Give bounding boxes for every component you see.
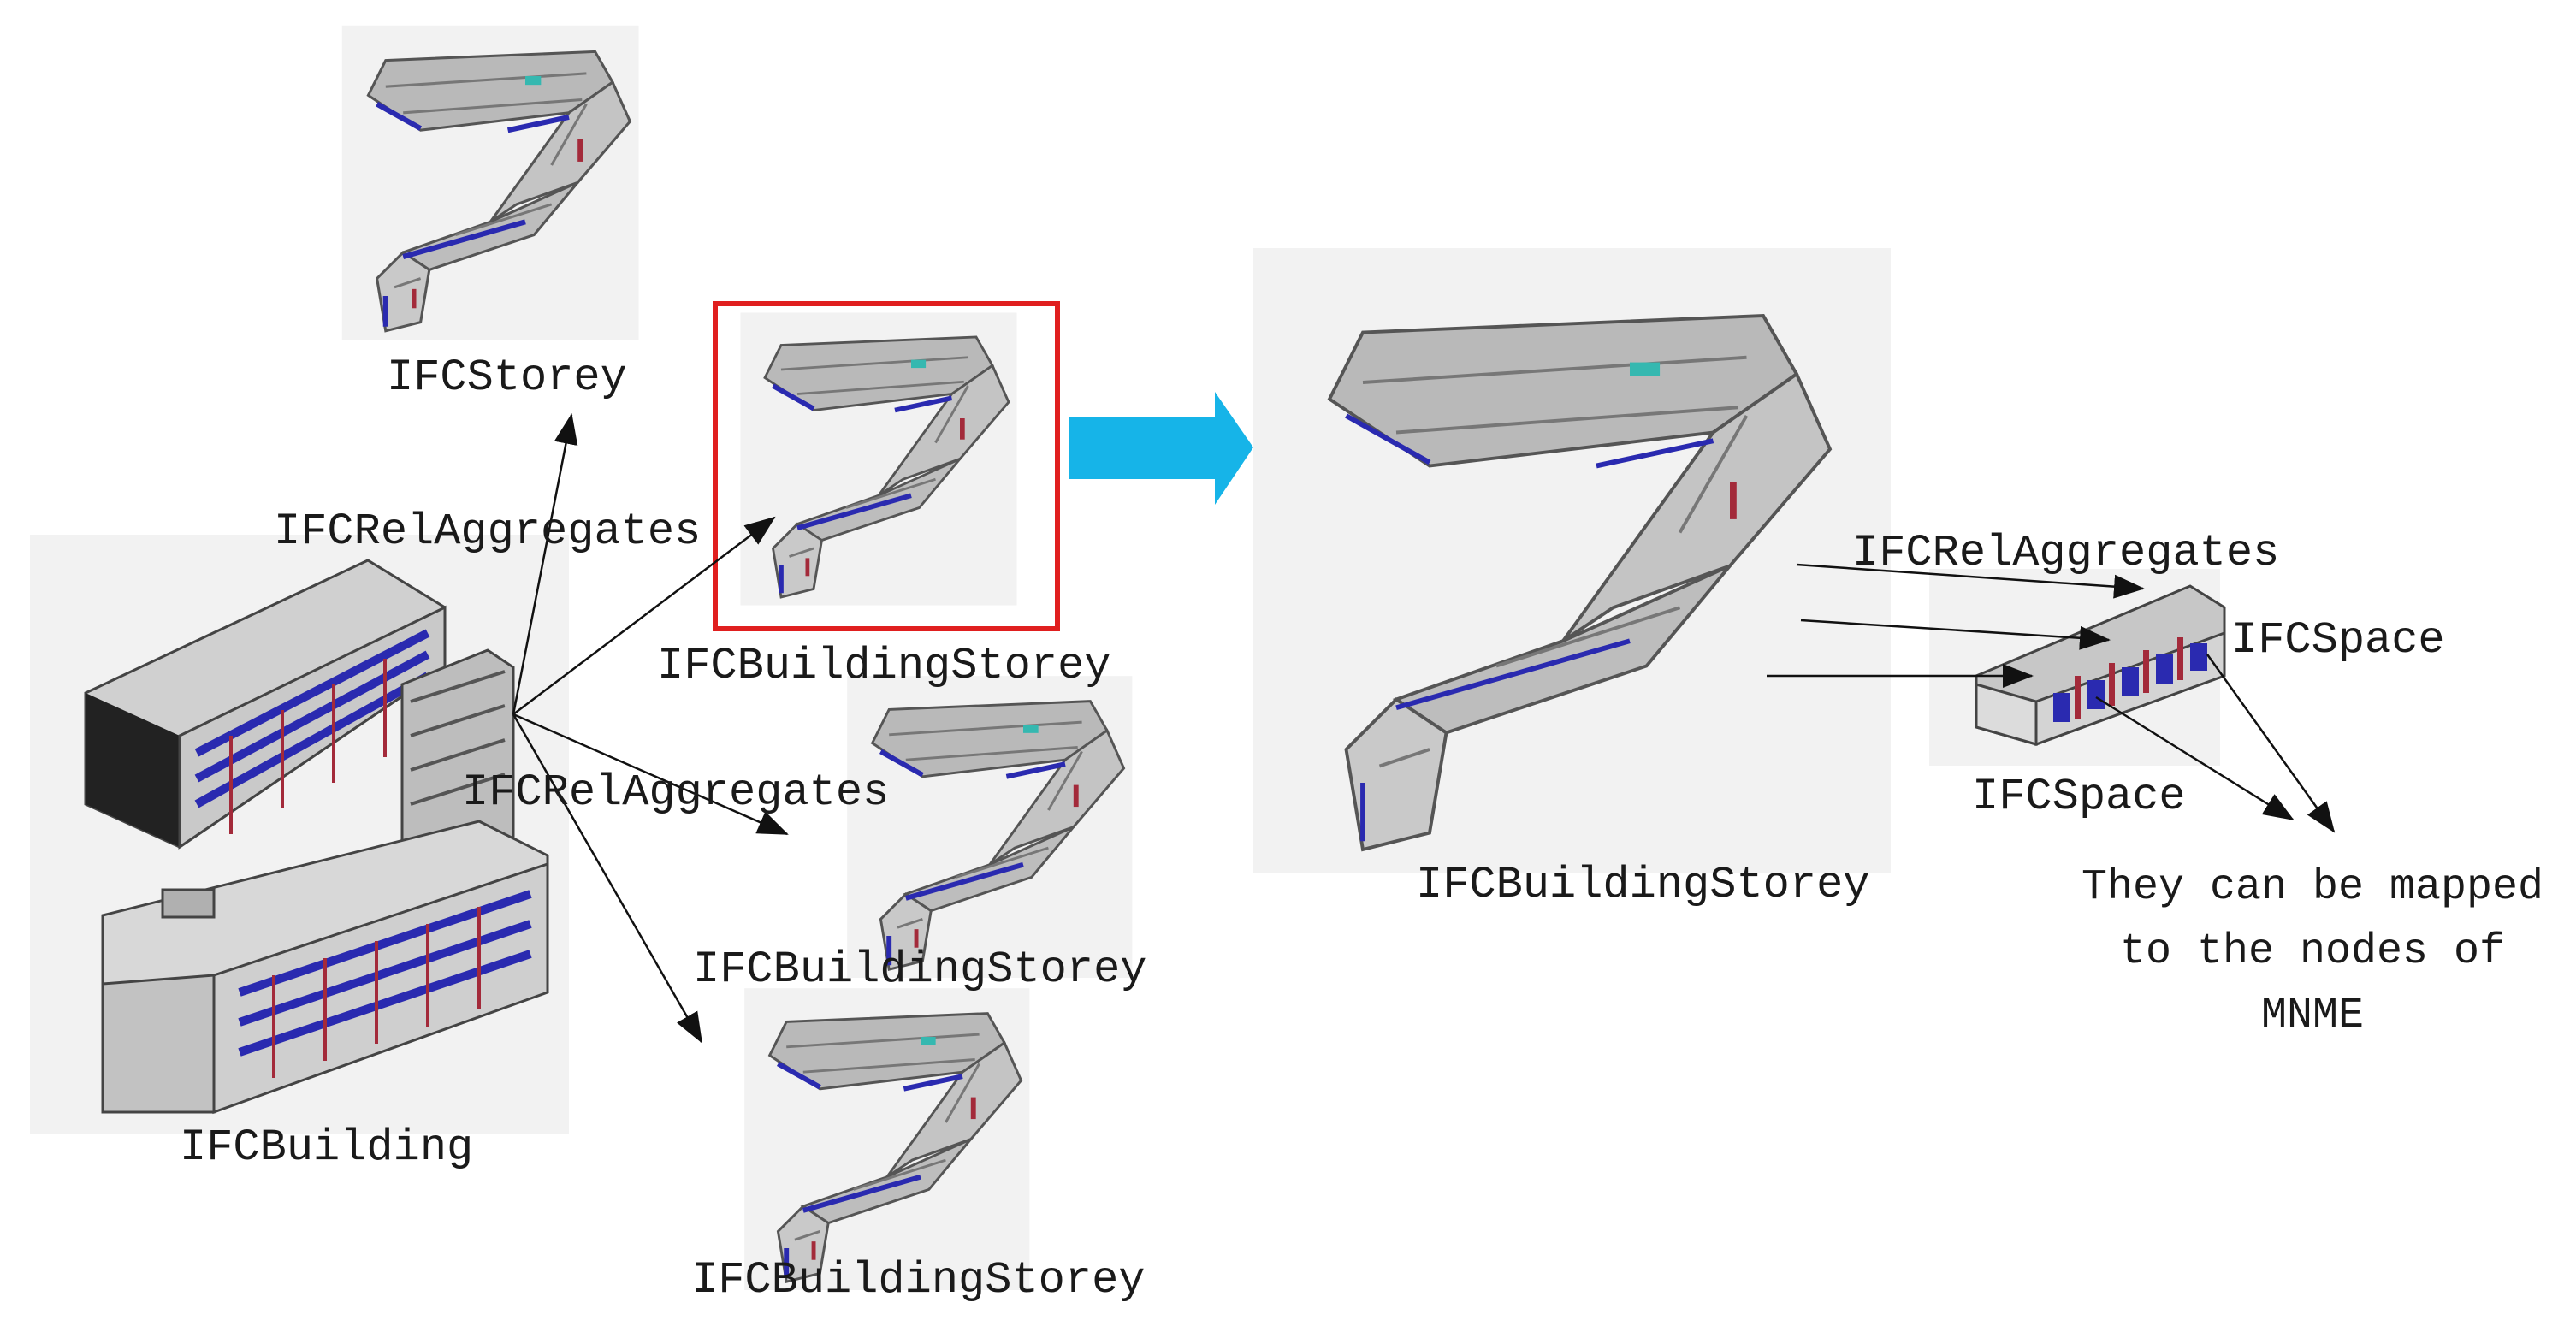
label-building-storey-mid: IFCBuildingStorey [693, 944, 1147, 995]
label-ifc-building: IFCBuilding [180, 1122, 473, 1173]
note-line-2: to the nodes of [2120, 927, 2505, 976]
label-building-storey-selected: IFCBuildingStorey [657, 641, 1111, 691]
label-building-storey-enlarged: IFCBuildingStorey [1416, 860, 1870, 910]
storey-thumbnail-top [342, 26, 639, 340]
relationship-arrows [512, 413, 2336, 1044]
building-model [30, 535, 569, 1134]
storey-thumbnail-bottom [744, 988, 1029, 1290]
storey-enlarged [1253, 248, 1891, 873]
label-rel-aggregates-top: IFCRelAggregates [274, 506, 701, 557]
space-model [1929, 569, 2226, 766]
flow-arrow [1069, 392, 1253, 505]
note-line-3: MNME [2261, 992, 2364, 1040]
storey-thumbnail-selected [741, 313, 1017, 606]
label-rel-aggregates-mid: IFCRelAggregates [462, 767, 889, 818]
label-ifc-storey: IFCStorey [387, 352, 627, 403]
label-rel-aggregates-right: IFCRelAggregates [1852, 528, 2279, 578]
storey-thumbnail-mid [847, 676, 1132, 978]
note-line-1: They can be mapped [2082, 863, 2543, 912]
selection-box [713, 301, 1060, 631]
label-space-a: IFCSpace [2231, 615, 2445, 666]
label-space-b: IFCSpace [1972, 772, 2186, 822]
label-building-storey-bottom: IFCBuildingStorey [691, 1255, 1146, 1305]
